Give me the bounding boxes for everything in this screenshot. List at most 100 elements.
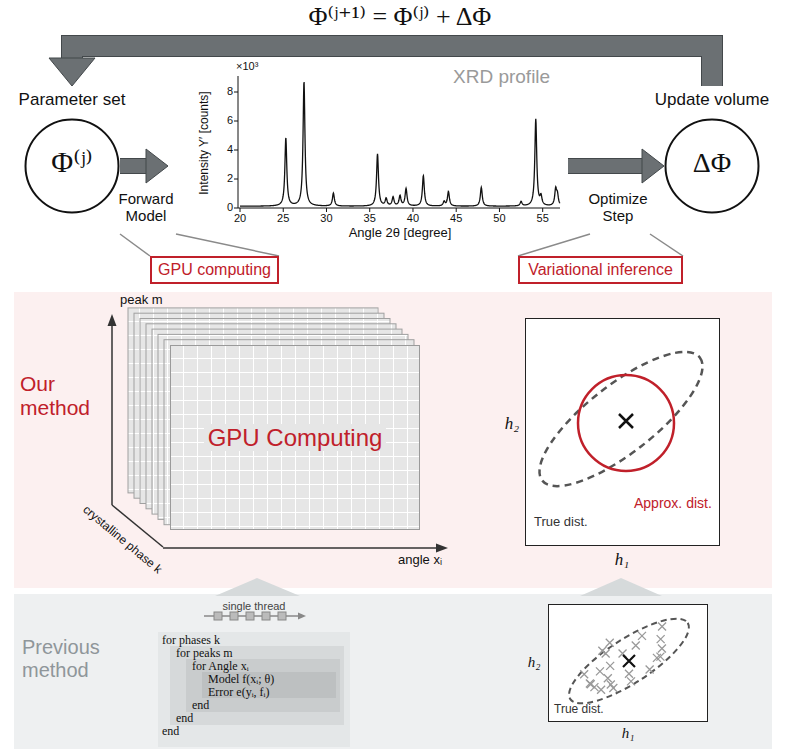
arrow-outline xyxy=(568,158,643,174)
sample-marker xyxy=(656,653,664,661)
approx-distribution xyxy=(578,375,674,471)
circle-heading: Parameter set xyxy=(0,90,150,110)
sample-box: True dist. xyxy=(548,604,708,722)
tick-label: 45 xyxy=(450,212,462,225)
axis-tick xyxy=(240,208,241,212)
code-line: for peaks m xyxy=(176,647,233,661)
tag-text: GPU computing xyxy=(158,261,271,279)
flow-arrow xyxy=(120,149,168,183)
leader-line xyxy=(650,234,683,256)
axis-tick xyxy=(326,208,327,212)
code-line: for Angle xᵢ xyxy=(192,660,249,674)
tick-label: 0 xyxy=(227,201,233,214)
dist-label: True dist. xyxy=(534,515,588,530)
axis-tick xyxy=(412,208,413,212)
grid-layer xyxy=(171,346,420,530)
sample-marker xyxy=(646,665,654,673)
axis-label: crystalline phase k xyxy=(80,503,164,577)
arrow-head xyxy=(642,149,664,183)
sample-marker xyxy=(638,632,646,640)
code-line: end xyxy=(162,725,179,739)
sample-marker xyxy=(606,639,614,647)
update-circle: Update volumeΔΦ xyxy=(664,118,760,214)
tick-label: 4 xyxy=(227,143,233,156)
distribution-box: True dist.Approx. dist. xyxy=(525,318,720,546)
pseudocode-box: single threadfor phases kfor peaks mfor … xyxy=(158,632,350,747)
axis-title: Angle 2θ [degree] xyxy=(349,226,452,241)
sample-marker xyxy=(586,680,594,688)
sample-marker xyxy=(598,647,606,655)
axis-label: h₂ xyxy=(505,414,519,434)
xrd-curve xyxy=(240,82,560,206)
tick-label: 55 xyxy=(537,212,549,225)
tick-label: 40 xyxy=(407,212,419,225)
sample-marker xyxy=(627,677,635,685)
code-line: Error e(yᵢ, fᵢ) xyxy=(208,686,270,700)
loop-block xyxy=(186,659,340,712)
axis-label: h₁ xyxy=(622,725,635,742)
axis-arrowhead xyxy=(108,314,117,326)
code-line: end xyxy=(176,712,193,726)
band-pointer xyxy=(215,578,300,596)
sample-marker xyxy=(657,635,665,643)
circle-symbol: Φ⁽ʲ⁾ xyxy=(24,145,120,180)
plot-title: XRD profile xyxy=(453,66,550,88)
tick-label: 50 xyxy=(493,212,505,225)
thread-step xyxy=(214,612,222,620)
arrow-shaft xyxy=(72,46,712,86)
flow-arrow xyxy=(568,149,664,183)
loop-block xyxy=(170,646,344,725)
code-line: for phases k xyxy=(162,634,220,648)
band-title: Our method xyxy=(20,372,104,420)
thread-step xyxy=(262,612,270,620)
edge-label: Optimize Step xyxy=(579,190,657,225)
tick-label: 2 xyxy=(227,172,233,185)
grid-text: GPU Computing xyxy=(204,424,387,452)
axis-tick xyxy=(234,121,238,122)
node-illustration xyxy=(526,319,721,547)
sample-marker xyxy=(596,667,604,675)
edge-label: Forward Model xyxy=(110,190,182,225)
axis-label: peak m xyxy=(120,293,163,308)
leader-line xyxy=(518,234,590,256)
axis-tick xyxy=(499,208,500,212)
mean-marker xyxy=(619,414,633,428)
true-distribution xyxy=(558,604,699,717)
method-tag: Variational inference xyxy=(518,256,683,284)
axis-tick xyxy=(456,208,457,212)
axis-tick xyxy=(542,208,543,212)
circle-symbol: ΔΦ xyxy=(664,147,760,179)
tag-text: Variational inference xyxy=(528,261,673,279)
sample-marker xyxy=(580,670,588,678)
leader-line xyxy=(176,234,279,256)
sample-marker xyxy=(587,680,595,688)
axis-tick xyxy=(234,92,238,93)
sample-marker xyxy=(597,686,605,694)
previous-method-band: Previous methodsingle threadfor phases k… xyxy=(14,594,772,749)
thread-step xyxy=(246,612,254,620)
axis-multiplier: ×10³ xyxy=(236,60,258,73)
dist-label: True dist. xyxy=(554,703,604,717)
sample-marker xyxy=(658,622,666,630)
axis-label: angle xᵢ xyxy=(398,553,442,568)
arrow-head xyxy=(146,149,168,183)
tick-label: 20 xyxy=(234,212,246,225)
axis-spine xyxy=(238,76,560,208)
axis-tick xyxy=(234,208,238,209)
axis-tick xyxy=(234,150,238,151)
sample-marker xyxy=(606,662,614,670)
axis-line xyxy=(111,326,113,505)
code-heading: single thread xyxy=(158,600,350,613)
axis-label: h₂ xyxy=(528,654,541,671)
thread-arrowhead xyxy=(298,613,306,620)
flow-arrow xyxy=(49,46,712,86)
band-title: Previous method xyxy=(22,636,114,682)
sample-marker xyxy=(632,642,640,650)
thread-step xyxy=(230,612,238,620)
arrow-outline xyxy=(72,46,712,86)
true-distribution xyxy=(521,331,720,508)
code-line: Model f(xᵢ; θ) xyxy=(208,673,274,687)
band-pointer xyxy=(580,578,662,596)
